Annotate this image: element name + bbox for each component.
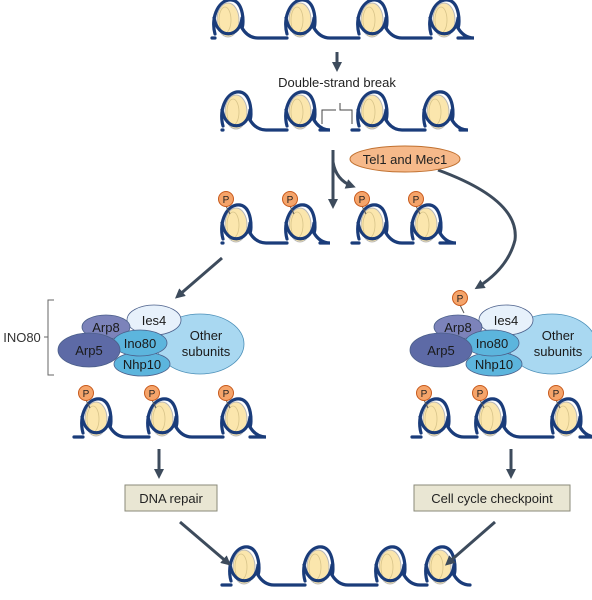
chromatin-intact-top [210,0,475,40]
ies4-subunit: Ies4 [126,304,182,336]
phospho-marker: P [354,191,370,215]
arp5-subunit-label: Arp5 [427,343,454,358]
arrow-to-repair-complex [174,256,223,299]
nucleosome [212,0,245,38]
nucleosome [428,0,461,38]
arrow-repair-to-final [179,520,232,566]
nhp10-subunit: Nhp10 [113,351,171,377]
phospho-label: P [457,294,464,305]
ino80-subunit: Ino80 [464,329,520,357]
arrow-to-phosphorylation [331,161,356,189]
arp5-subunit-label: Arp5 [75,343,102,358]
ino80-bracket [44,299,54,376]
phospho-label: P [359,195,366,206]
phospho-label: P [553,389,560,400]
nucleosome [284,90,317,130]
phospho-marker: P [218,385,234,409]
other-subunits-line2: subunits [534,344,583,359]
ino80-subunit-label: Ino80 [476,336,509,351]
nucleosome [418,397,451,437]
dna-repair-box: DNA repair [124,484,218,512]
nucleosome [302,545,335,585]
arrow-checkpoint-to-final [444,520,496,566]
phospho-marker: P [548,385,564,409]
nucleosome [220,397,253,437]
phospho-marker: P [144,385,160,409]
phospho-label: P [287,195,294,206]
ino80-subunit-label: Ino80 [124,336,157,351]
cell-cycle-checkpoint-label: Cell cycle checkpoint [431,491,553,506]
nucleosome [284,203,317,243]
phospho-label: P [421,389,428,400]
break-bracket-right [339,103,353,124]
phospho-marker: P [416,385,432,409]
phospho-label: P [413,195,420,206]
nucleosome [356,90,389,130]
phospho-marker: P [78,385,94,409]
arp5-subunit: Arp5 [57,332,121,368]
phospho-label: P [223,195,230,206]
nucleosome [220,90,253,130]
phospho-marker: P [452,290,468,314]
phospho-marker: P [408,191,424,215]
nucleosome [80,397,113,437]
ies4-subunit: Ies4 [478,304,534,336]
phospho-marker: P [218,191,234,215]
chromatin-restored-bottom [220,545,472,587]
nucleosome [422,90,455,130]
nucleosome [424,545,457,585]
nucleosome [474,397,507,437]
kinase-label: Tel1 and Mec1 [363,152,448,167]
arp5-subunit: Arp5 [409,332,473,368]
phospho-label: P [83,389,90,400]
cell-cycle-checkpoint-box: Cell cycle checkpoint [413,484,571,512]
dna-repair-label: DNA repair [139,491,203,506]
nucleosome [550,397,583,437]
ino80-subunit: Ino80 [112,329,168,357]
nucleosome [228,545,261,585]
phospho-marker: P [472,385,488,409]
nucleosome [284,0,317,38]
chromatin-broken-right [350,90,469,132]
nucleosome [220,203,253,243]
arp8-subunit-label: Arp8 [444,320,471,335]
ies4-subunit-label: Ies4 [142,313,167,328]
nhp10-subunit-label: Nhp10 [123,357,161,372]
nucleosome [356,203,389,243]
tel1-mec1-kinase: Tel1 and Mec1 [349,145,461,173]
other-subunits-line1: Other [190,328,223,343]
arp8-subunit-label: Arp8 [92,320,119,335]
phospho-label: P [477,389,484,400]
nucleosome [410,203,443,243]
other-subunits-line2: subunits [182,344,231,359]
chromatin-broken-left [220,90,331,132]
nucleosome [146,397,179,437]
other-subunits-line1: Other [542,328,575,343]
phospho-label: P [223,389,230,400]
phospho-marker: P [282,191,298,215]
arrow-to-checkpoint-complex [437,168,517,290]
nhp10-subunit-label: Nhp10 [475,357,513,372]
ies4-subunit-label: Ies4 [494,313,519,328]
phospho-label: P [149,389,156,400]
nucleosome [356,0,389,38]
ino80-complex-label: INO80 [3,330,41,345]
double-strand-break-label: Double-strand break [278,75,396,90]
nucleosome [374,545,407,585]
break-bracket-left [321,109,336,124]
